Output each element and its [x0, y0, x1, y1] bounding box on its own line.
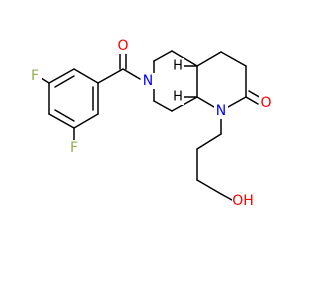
bond	[54, 109, 75, 122]
hydrogen-label-bottom: H	[173, 90, 183, 105]
oxygen-label-amide: O	[117, 38, 128, 54]
bond	[245, 96, 259, 105]
atom-bg	[232, 193, 254, 209]
bond	[54, 75, 75, 88]
atom-layer: F F O N N O H H OH	[28, 38, 273, 209]
nitrogen-label-ring: N	[143, 73, 153, 89]
bond	[227, 96, 247, 108]
atom-bg	[172, 89, 184, 105]
bond	[171, 50, 198, 67]
bond	[171, 96, 198, 112]
bond	[48, 113, 75, 129]
bond	[196, 96, 215, 108]
structure-diagram: F F O N N O H H OH	[28, 38, 273, 209]
bond	[196, 179, 222, 195]
bond	[220, 193, 233, 201]
bond	[220, 51, 247, 67]
atom-bg	[214, 103, 228, 119]
fluorine-label-top: F	[31, 68, 39, 84]
oxygen-label-lactam: O	[260, 95, 271, 111]
bond	[153, 50, 173, 62]
bond	[122, 68, 141, 80]
hydroxyl-label: OH	[232, 193, 254, 209]
bond	[97, 68, 124, 84]
bond	[73, 113, 99, 129]
atom-bg	[172, 58, 184, 74]
atom-bg	[28, 68, 42, 84]
bond	[48, 68, 75, 84]
atom-bg	[259, 95, 273, 111]
atom-bg	[67, 140, 81, 156]
bond-layer	[40, 50, 262, 201]
bond	[73, 68, 99, 84]
nitrogen-label-lactam: N	[216, 103, 226, 119]
bond	[153, 100, 173, 112]
fluorine-label-bottom: F	[70, 140, 78, 156]
hydrogen-label-top: H	[173, 59, 183, 74]
bond	[196, 51, 222, 67]
bond	[40, 77, 50, 84]
atom-bg	[141, 73, 155, 89]
atom-bg	[116, 38, 130, 54]
bond	[196, 133, 222, 150]
